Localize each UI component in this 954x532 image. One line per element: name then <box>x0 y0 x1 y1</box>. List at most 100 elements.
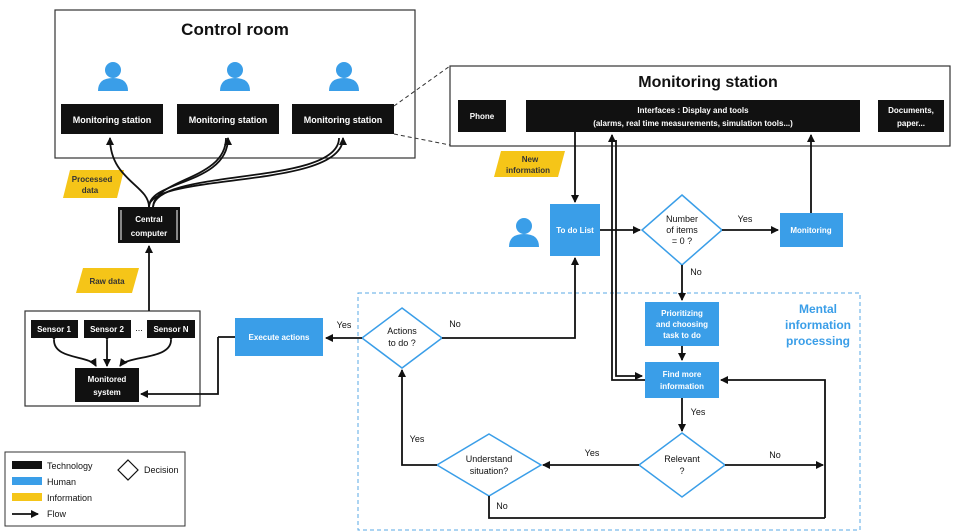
new-information-tag <box>494 151 565 177</box>
edge-yes-understand: Yes <box>410 434 425 444</box>
prioritizing-line-1: Prioritizing <box>661 309 703 318</box>
monitoring-station-1 <box>61 104 163 134</box>
execute-actions-label: Execute actions <box>249 333 310 342</box>
flow-central-to-station-2 <box>148 137 232 208</box>
monitoring-station-2-label: Monitoring station <box>189 115 268 125</box>
interfaces-label-1: Interfaces : Display and tools <box>637 106 749 115</box>
central-computer-box <box>118 207 180 243</box>
documents-box <box>878 100 944 132</box>
flow-central-to-station-2b <box>152 137 227 208</box>
zoom-line-top <box>393 65 451 107</box>
new-information-line-1: New <box>522 155 539 164</box>
decision-understand-line-2: situation? <box>470 466 509 476</box>
monitored-system-line-2: system <box>93 388 121 397</box>
sensor-1-label: Sensor 1 <box>37 325 71 334</box>
operator-3-icon <box>329 62 359 91</box>
interfaces-box <box>526 100 860 132</box>
decision-relevant-line-2: ? <box>679 466 684 476</box>
legend-frame <box>4 451 186 527</box>
edge-yes-find: Yes <box>691 407 706 417</box>
sensor-2-label: Sensor 2 <box>90 325 124 334</box>
monitoring-station-3 <box>292 104 394 134</box>
decision-number-line-2: of items <box>666 225 698 235</box>
processed-data-tag <box>63 170 124 198</box>
monitoring-box <box>780 213 843 247</box>
sensor-n-label: Sensor N <box>153 325 188 334</box>
legend-information-swatch <box>12 493 42 501</box>
flow-central-to-station-3b <box>152 137 340 208</box>
monitoring-station-frame <box>449 65 951 147</box>
flow-interfaces-to-find <box>615 140 643 380</box>
legend-information-label: Information <box>47 493 92 503</box>
flow-loop-right <box>720 376 826 518</box>
decision-number-line-3: = 0 ? <box>672 236 692 246</box>
decision-actions-line-1: Actions <box>387 326 417 336</box>
operator-1-icon <box>98 62 128 91</box>
zoom-line-bottom <box>393 133 451 146</box>
decision-relevant-line-1: Relevant <box>664 454 700 464</box>
documents-label-2: paper... <box>897 119 925 128</box>
processed-data-line-2: data <box>82 186 99 195</box>
edge-no-actions: No <box>449 319 461 329</box>
phone-label: Phone <box>470 112 495 121</box>
sensors-frame <box>24 310 201 407</box>
control-room-frame <box>54 9 416 159</box>
flow-actions-no-to-todo <box>442 257 579 339</box>
mental-processing-frame <box>357 292 861 531</box>
flow-central-to-station-3 <box>148 137 347 208</box>
decision-actions-to-do <box>360 307 444 369</box>
monitoring-station-1-label: Monitoring station <box>73 115 152 125</box>
mental-line-3: processing <box>786 334 850 348</box>
legend-human-swatch <box>12 477 42 485</box>
edge-yes-execute: Yes <box>337 320 352 330</box>
flow-find-to-interfaces <box>608 134 645 381</box>
prioritizing-box <box>645 302 719 346</box>
find-more-line-2: information <box>660 382 704 391</box>
flow-sensorn-system <box>119 332 176 367</box>
legend-flow-label: Flow <box>47 509 67 519</box>
new-information-line-2: information <box>506 166 550 175</box>
legend-technology-swatch <box>12 461 42 469</box>
prioritizing-line-3: task to do <box>663 331 701 340</box>
edge-yes-monitoring: Yes <box>738 214 753 224</box>
mental-line-1: Mental <box>799 302 837 316</box>
monitoring-station-title: Monitoring station <box>638 74 778 91</box>
control-room-title: Control room <box>181 20 289 39</box>
raw-data-tag <box>76 268 139 293</box>
operator-2-icon <box>220 62 250 91</box>
legend-human-label: Human <box>47 477 76 487</box>
central-computer-line-2: computer <box>131 229 167 238</box>
monitored-system-box <box>75 368 139 402</box>
flow-central-to-station-1 <box>106 137 150 208</box>
decision-relevant <box>637 432 727 498</box>
sensor-ellipsis: ... <box>135 323 143 333</box>
legend-technology-label: Technology <box>47 461 93 471</box>
mental-line-2: information <box>785 318 851 332</box>
prioritizing-line-2: and choosing <box>656 320 708 329</box>
execute-actions-box <box>235 318 323 356</box>
find-more-line-1: Find more <box>663 370 702 379</box>
edge-no-relevant: No <box>769 450 781 460</box>
edge-no-number: No <box>690 267 702 277</box>
monitored-system-line-1: Monitored <box>88 375 127 384</box>
raw-data-label: Raw data <box>89 277 125 286</box>
operator-todo-icon <box>509 218 539 247</box>
flow-understand-no <box>488 496 825 519</box>
legend-decision-icon <box>117 459 139 481</box>
documents-label-1: Documents, <box>888 106 934 115</box>
find-more-box <box>645 362 719 398</box>
decision-understand <box>435 433 543 497</box>
processed-data-line-1: Processed <box>72 175 113 184</box>
monitoring-label: Monitoring <box>790 226 831 235</box>
edge-no-understand: No <box>496 501 508 511</box>
edge-yes-relevant: Yes <box>585 448 600 458</box>
monitoring-station-3-label: Monitoring station <box>304 115 383 125</box>
monitoring-station-2 <box>177 104 279 134</box>
interfaces-label-2: (alarms, real time measurements, simulat… <box>593 119 793 128</box>
decision-actions-line-2: to do ? <box>388 338 416 348</box>
todo-list-box <box>550 204 600 256</box>
phone-box <box>458 100 506 132</box>
flow-understand-to-actions <box>398 369 437 466</box>
central-computer-line-1: Central <box>135 215 163 224</box>
